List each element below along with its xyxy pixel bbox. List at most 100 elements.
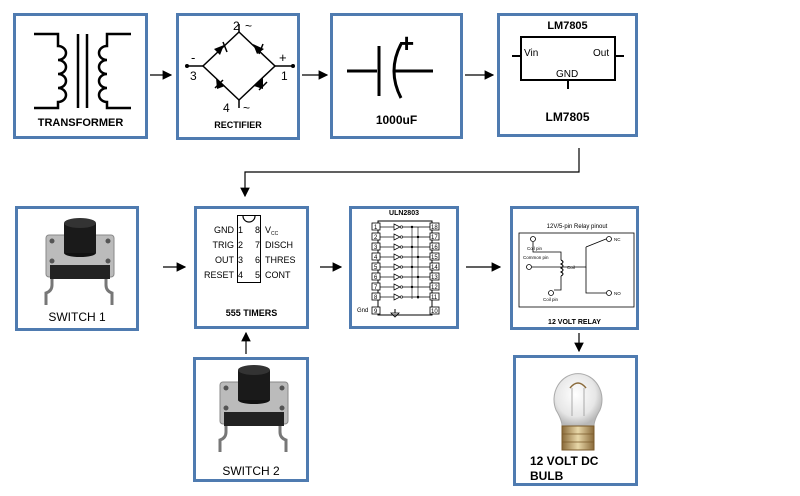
driver-buffer-triangle <box>393 233 401 241</box>
driver-buffer-triangle <box>393 223 401 231</box>
timer-pin-3: 3 <box>238 255 243 265</box>
transformer-label: TRANSFORMER <box>37 117 124 129</box>
rectifier-pin-4: 4 <box>223 101 230 115</box>
rectifier-pin-plus: + <box>279 50 287 65</box>
relay-coil-pin-bottom: Coil pin <box>543 297 559 302</box>
capacitor-symbol: + <box>347 28 433 99</box>
regulator-out: Out <box>593 48 610 59</box>
rectifier-pin-4-ac: ~ <box>243 101 250 115</box>
driver-left-pin-4: 4 <box>374 255 378 261</box>
driver-right-pin-box <box>429 232 440 241</box>
timer-pin-8: 8 <box>255 225 260 235</box>
driver-buffer-triangle <box>393 293 401 301</box>
timer-pin-disch: DISCH <box>265 240 293 250</box>
rectifier-label: RECTIFIER <box>214 120 262 130</box>
bulb-icon <box>553 373 603 451</box>
driver-right-pin-box <box>429 242 440 251</box>
relay-title: 12V/5-pin Relay pinout <box>547 224 608 230</box>
driver-buffer-triangle <box>393 243 401 251</box>
relay-coil-pin-top: Coil pin <box>527 246 543 251</box>
relay-no: NO <box>614 291 621 296</box>
driver-left-pin-box <box>371 282 381 291</box>
driver-left-pin-box <box>371 232 381 241</box>
timer-pin-2: 2 <box>238 240 243 250</box>
timer-pin-7: 7 <box>255 240 260 250</box>
bulb-label-line1: 12 VOLT DC <box>530 454 599 468</box>
driver-left-pin-box <box>371 252 381 261</box>
driver-pin-9: 9 <box>374 309 378 315</box>
driver-right-pin-box <box>429 292 440 301</box>
regulator-gnd: GND <box>556 69 579 80</box>
switch1-block: SWITCH 1 <box>15 206 139 331</box>
driver-left-pin-2: 2 <box>374 235 378 241</box>
driver-buffer-triangle <box>393 263 401 271</box>
relay-coil: Coil <box>567 265 575 270</box>
timer-pin-6: 6 <box>255 255 260 265</box>
relay-block: 12V/5-pin Relay pinout Coil pin Common p… <box>510 206 639 330</box>
bulb-label-line2: BULB <box>530 469 564 483</box>
timer-pin-trig: TRIG <box>213 240 235 250</box>
capacitor-label: 1000uF <box>375 113 418 127</box>
driver-left-pin-8: 8 <box>374 295 378 301</box>
timer-block: GND 1 TRIG 2 OUT 3 RESET 4 8 VCC 7 DISCH… <box>194 206 309 329</box>
relay-common-pin: Common pin <box>523 255 549 260</box>
transformer-block: TRANSFORMER <box>13 13 148 139</box>
regulator-chip <box>520 36 616 81</box>
push-button-icon <box>218 365 289 452</box>
timer-pin-thres: THRES <box>265 255 296 265</box>
driver-right-pin-12: 12 <box>431 285 438 291</box>
driver-right-pin-18: 18 <box>431 225 438 231</box>
driver-left-pin-box <box>371 262 381 271</box>
driver-right-pin-14: 14 <box>431 265 438 271</box>
driver-left-pin-box <box>371 292 381 301</box>
regulator-chip-title: LM7805 <box>547 20 588 32</box>
timer-pin-4: 4 <box>238 270 243 280</box>
driver-right-pin-box <box>429 252 440 261</box>
rectifier-pin-minus: - <box>191 50 195 65</box>
switch1-label: SWITCH 1 <box>48 310 106 324</box>
driver-buffer-triangle <box>393 283 401 291</box>
transformer-symbol <box>34 32 131 110</box>
timer-pin-out: OUT <box>215 255 235 265</box>
driver-left-pin-box <box>371 272 381 281</box>
capacitor-block: + 1000uF <box>330 13 463 139</box>
driver-left-pin-6: 6 <box>374 275 378 281</box>
rectifier-pin-2: 2 <box>233 19 240 33</box>
capacitor-polarity: + <box>399 28 414 58</box>
driver-buffer-triangle <box>393 273 401 281</box>
rectifier-pin-1: 1 <box>281 69 288 83</box>
relay-pinout-diagram: 12V/5-pin Relay pinout Coil pin Common p… <box>518 224 635 308</box>
driver-right-pin-box <box>429 272 440 281</box>
rectifier-pin-2-ac: ~ <box>245 19 252 33</box>
timer-pin-reset: RESET <box>204 270 235 280</box>
driver-right-pin-16: 16 <box>431 245 438 251</box>
timer-pin-cont: CONT <box>265 270 291 280</box>
driver-gnd-label: Gnd <box>357 308 368 314</box>
regulator-gnd-lead <box>567 81 569 89</box>
driver-pin-10: 10 <box>431 309 438 315</box>
bridge-rectifier-symbol: 2 ~ - 3 + 1 4 ~ <box>185 19 295 115</box>
regulator-block: LM7805 Vin Out GND LM7805 <box>497 13 638 137</box>
timer-label: 555 TIMERS <box>225 308 278 318</box>
driver-right-pin-box <box>429 262 440 271</box>
driver-title: ULN2803 <box>389 210 419 217</box>
relay-nc: NC <box>614 237 621 242</box>
timer-pin-1: 1 <box>238 225 243 235</box>
timer-chip-body <box>237 215 261 283</box>
arrow-regulator-timer <box>240 148 580 198</box>
driver-left-pin-7: 7 <box>374 285 378 291</box>
driver-left-pin-box <box>371 222 381 231</box>
driver-buffer-triangle <box>393 253 401 261</box>
regulator-vin-lead <box>512 55 520 57</box>
driver-right-pin-box <box>429 222 440 231</box>
driver-left-pin-5: 5 <box>374 265 378 271</box>
relay-label: 12 VOLT RELAY <box>548 319 601 326</box>
regulator-out-lead <box>616 55 624 57</box>
rectifier-pin-3: 3 <box>190 69 197 83</box>
push-button-icon <box>44 218 115 305</box>
timer-pin-gnd: GND <box>214 225 235 235</box>
timer-pin-5: 5 <box>255 270 260 280</box>
driver-left-pin-1: 1 <box>374 225 378 231</box>
